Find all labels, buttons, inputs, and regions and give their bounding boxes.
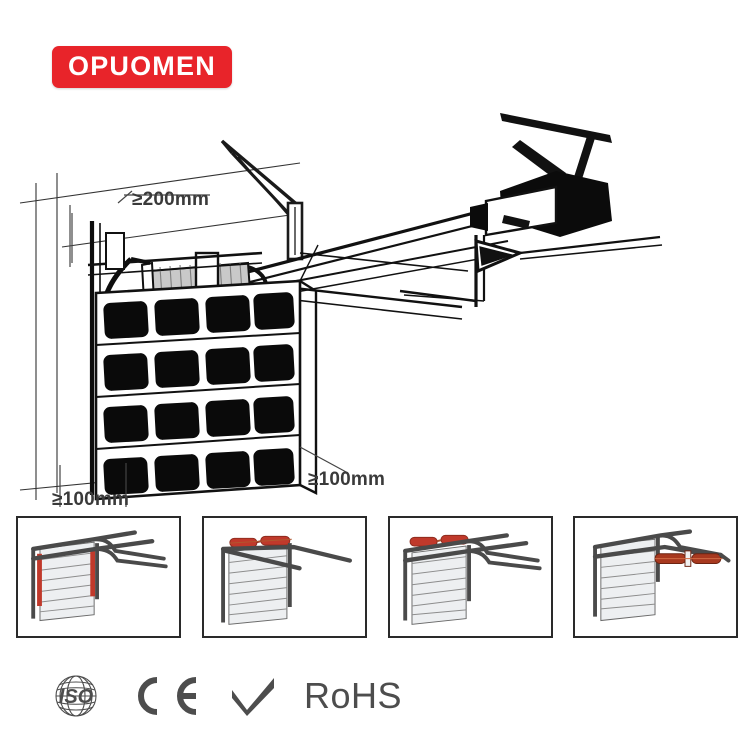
check-icon xyxy=(230,676,276,716)
thumbnail-low-headroom-double-track[interactable] xyxy=(388,516,553,638)
dimension-label-top: ≥200mm xyxy=(132,189,210,210)
motor-unit xyxy=(470,113,612,237)
dimension-label-right: ≥100mm xyxy=(308,469,386,490)
thumbnail-standard-lift[interactable] xyxy=(16,516,181,638)
installation-diagram xyxy=(0,95,750,515)
right-jamb xyxy=(299,244,319,495)
configuration-thumbnails xyxy=(0,516,750,644)
dimension-label-left: ≥100mm xyxy=(52,489,130,510)
iso-label: ISO xyxy=(59,686,94,708)
rail-support-bracket xyxy=(399,235,663,307)
door-header xyxy=(87,232,263,276)
sectional-door-panels xyxy=(94,279,302,501)
brand-logo-text: OPUOMEN xyxy=(68,51,216,81)
ce-icon xyxy=(130,674,202,718)
thumbnail-low-headroom[interactable] xyxy=(202,516,367,638)
iso-icon: ISO xyxy=(50,671,102,721)
certification-row: ISO RoHS xyxy=(50,668,402,724)
rohs-label: RoHS xyxy=(304,675,403,716)
ceiling-mount-bracket xyxy=(220,139,304,261)
brand-logo: OPUOMEN xyxy=(52,46,232,88)
dimension-leaders xyxy=(59,190,349,507)
thumbnail-rear-torsion-spring[interactable] xyxy=(573,516,738,638)
